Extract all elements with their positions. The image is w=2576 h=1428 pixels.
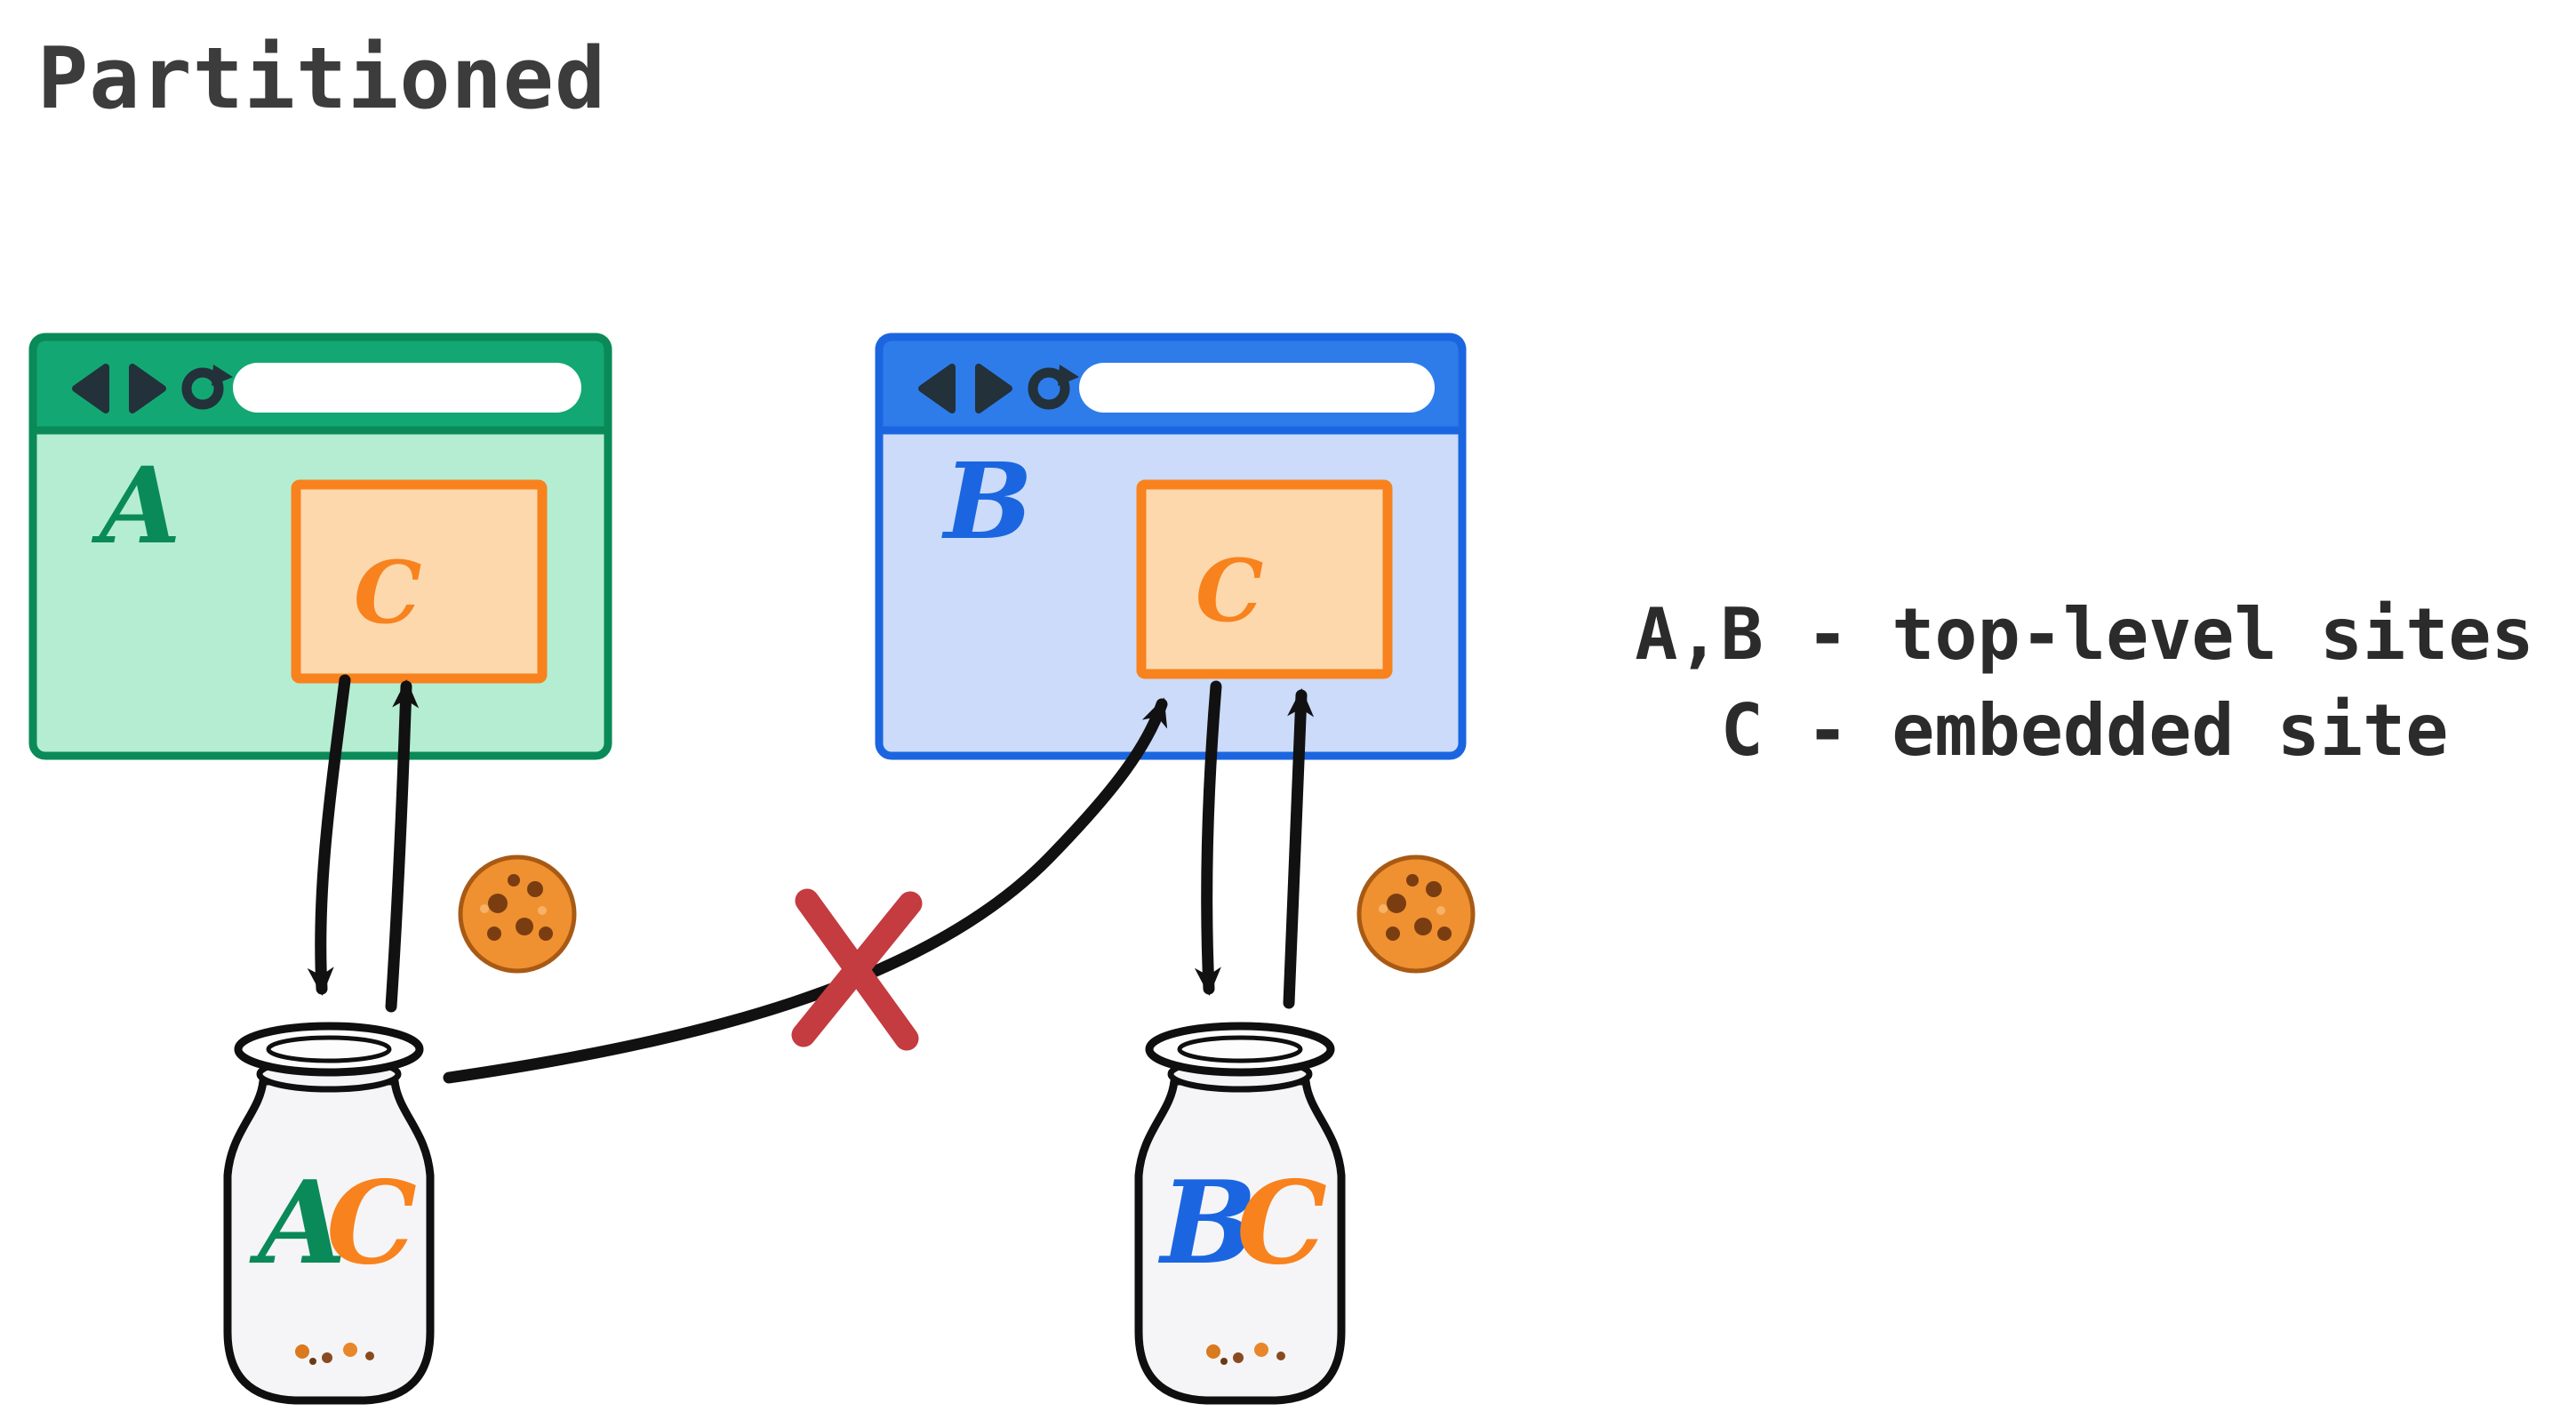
- forward-icon: [975, 364, 1012, 413]
- arrow-b-frame-to-jar: [1194, 680, 1222, 996]
- page-title: Partitioned: [37, 30, 607, 128]
- jar-lid: [234, 1022, 424, 1077]
- legend-line-top-level: A,B - top-level sites: [1635, 593, 2534, 676]
- jar-lid-rim: [266, 1035, 392, 1063]
- embedded-frame-c-in-b: C: [1136, 479, 1393, 679]
- embedded-frame-c-label: C: [354, 542, 421, 643]
- jar-body: [223, 1077, 435, 1405]
- reload-icon: [181, 365, 233, 410]
- jar-b-letter-b: B: [1158, 1157, 1257, 1290]
- site-a-label: A: [91, 444, 181, 567]
- back-icon: [918, 364, 956, 413]
- browser-window-a: A C: [28, 333, 612, 760]
- jar-body: [1134, 1077, 1346, 1405]
- back-icon: [72, 364, 109, 413]
- arrow-a-jar-to-frame: [385, 679, 420, 1013]
- arrow-b-jar-to-frame: [1283, 688, 1315, 1009]
- jar-lid: [1145, 1022, 1335, 1077]
- site-b-label: B: [941, 439, 1033, 563]
- cookie-jar-b: B C: [1134, 1022, 1346, 1405]
- cookie-jar-a: A C: [223, 1022, 435, 1405]
- jar-crumbs: [1206, 1343, 1285, 1365]
- cookie-icon: [1356, 854, 1476, 974]
- blocked-cross-partition-arrow: [443, 697, 1168, 1084]
- embedded-frame-c-in-a: C: [291, 479, 548, 684]
- jar-b-letter-c: C: [1236, 1157, 1327, 1290]
- cookie-icon: [458, 854, 577, 974]
- address-bar: [233, 363, 581, 413]
- jar-lid-rim: [1177, 1035, 1303, 1063]
- address-bar: [1079, 363, 1435, 413]
- forward-icon: [129, 364, 166, 413]
- jar-a-letter-a: A: [249, 1157, 346, 1290]
- arrow-a-frame-to-jar: [307, 674, 351, 996]
- blocked-cross-icon: [791, 888, 923, 1051]
- legend: A,B - top-level sites C - embedded site: [1591, 587, 2576, 779]
- reload-icon: [1028, 365, 1079, 410]
- jar-a-letter-c: C: [326, 1157, 417, 1290]
- browser-window-b: B C: [875, 333, 1467, 760]
- legend-line-embedded: C - embedded site: [1720, 689, 2449, 772]
- jar-crumbs: [295, 1343, 374, 1365]
- embedded-frame-c-label: C: [1196, 541, 1263, 641]
